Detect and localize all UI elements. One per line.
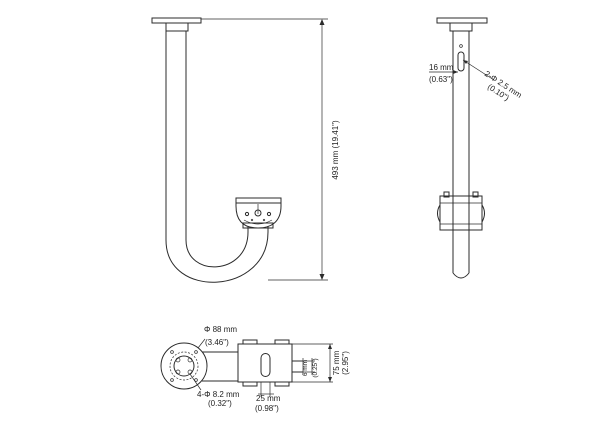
- inner-label-2: (0.25"): [312, 358, 319, 377]
- mounting-slot: [457, 51, 465, 72]
- height-label: 493 mm (19.41"): [331, 120, 340, 180]
- plate-holes-label-2: (0.32"): [208, 399, 232, 408]
- ceiling-plate: [151, 17, 202, 24]
- bottom-view: Φ 88 mm (3.46") 4-Φ 8.2 mm (0.32") 25 mm…: [160, 325, 350, 413]
- bracket-head: [235, 197, 282, 229]
- inner-label-1: 6 mm: [302, 360, 309, 376]
- bracket-body: [237, 343, 293, 383]
- bracket-height-label-2: (2.95"): [341, 351, 350, 375]
- j-bend: [165, 231, 269, 283]
- hole-offset-label-1: 16 mm: [429, 63, 454, 72]
- bracket-height-label-1: 75 mm: [332, 350, 341, 375]
- plate-dia-label-1: Φ 88 mm: [204, 325, 237, 334]
- plate-holes-label-1: 4-Φ 8.2 mm: [197, 390, 240, 399]
- width-label-1: 25 mm: [256, 394, 281, 403]
- front-view: 493 mm (19.41"): [151, 17, 340, 283]
- side-view: 16 mm (0.63") 2-Φ 2.5 mm (0.10"): [429, 17, 524, 279]
- base-plate: [160, 342, 208, 390]
- plate-dia-label-2: (3.46"): [205, 338, 229, 347]
- width-label-2: (0.98"): [255, 404, 279, 413]
- hole-offset-label-2: (0.63"): [429, 75, 453, 84]
